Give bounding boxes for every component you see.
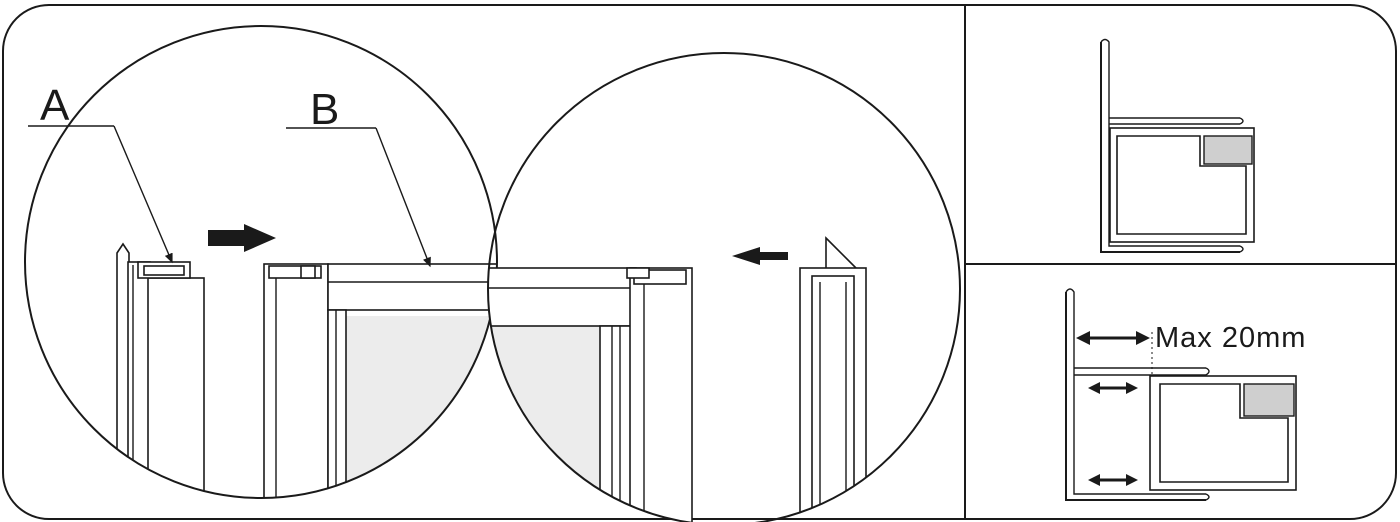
left-detail-circle	[24, 25, 498, 499]
wall-profile-a	[116, 242, 205, 498]
label-a: A	[40, 81, 70, 130]
max-adjust-label: Max 20mm	[1155, 322, 1306, 354]
glass-panel-right	[488, 325, 608, 522]
double-arrow-upper-icon	[1088, 382, 1138, 394]
seal-strip-bottom	[1243, 383, 1295, 417]
max-adjust-arrow-icon	[1076, 331, 1150, 345]
left-arrow-icon	[732, 247, 788, 265]
door-profile-right	[599, 267, 693, 522]
callout-a: A	[28, 81, 173, 264]
door-profile-b	[263, 263, 497, 498]
outer-frame	[2, 4, 1397, 520]
right-detail-circle	[487, 52, 961, 522]
top-rail-right	[488, 267, 637, 327]
double-arrow-lower-icon	[1088, 474, 1138, 486]
profile-cross-section-bottom: Max 20mm	[1065, 288, 1306, 501]
wall-profile-right	[799, 236, 867, 522]
profile-cross-section-top	[1100, 38, 1255, 253]
seal-strip-top	[1203, 135, 1253, 165]
right-arrow-icon	[208, 224, 276, 252]
callout-b: B	[286, 85, 431, 268]
label-b: B	[310, 85, 339, 134]
